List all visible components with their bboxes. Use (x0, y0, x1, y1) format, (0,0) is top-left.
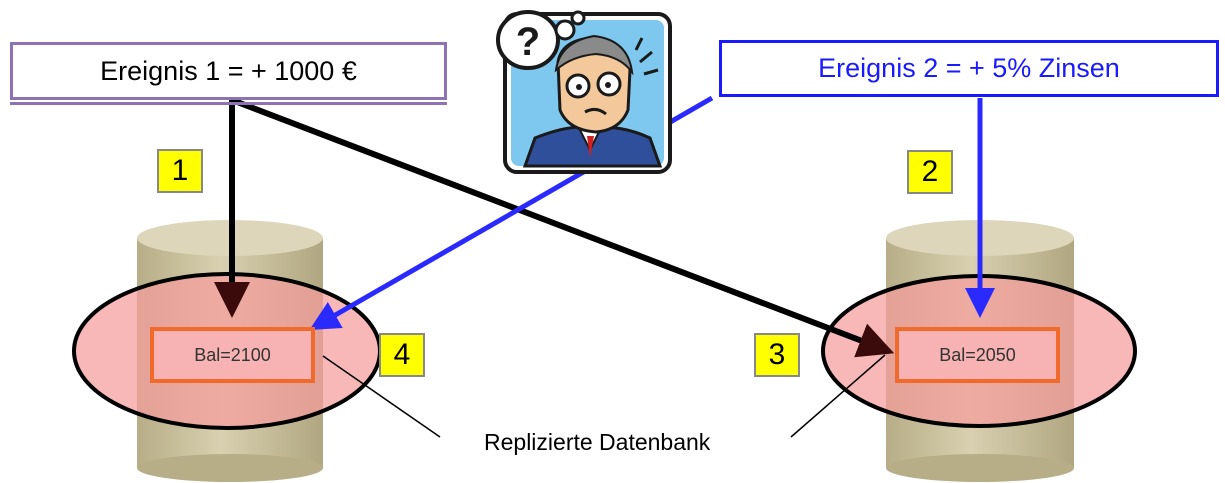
step-badge-2: 2 (907, 150, 953, 194)
event1-arrow-to-right (230, 97, 895, 358)
replicated-database-caption: Replizierte Datenbank (484, 429, 711, 455)
event1-box: Ereignis 1 = + 1000 € (10, 42, 447, 105)
step-badge-3: 3 (754, 333, 800, 377)
right-balance-value: Bal=2050 (939, 344, 1016, 365)
event2-label: Ereignis 2 = + 5% Zinsen (818, 53, 1120, 83)
event2-box: Ereignis 2 = + 5% Zinsen (719, 40, 1219, 97)
step-badge-4: 4 (379, 333, 425, 377)
left-balance-box: Bal=2100 (150, 327, 315, 383)
svg-text:?: ? (516, 20, 540, 64)
caption-callout-left (322, 355, 441, 438)
caption-callout-right (790, 354, 886, 438)
step-badge-1: 1 (157, 149, 203, 193)
confused-businessman-icon: ? (496, 10, 672, 174)
left-balance-value: Bal=2100 (194, 344, 271, 365)
right-balance-box: Bal=2050 (895, 327, 1060, 383)
event1-label: Ereignis 1 = + 1000 € (100, 55, 357, 86)
